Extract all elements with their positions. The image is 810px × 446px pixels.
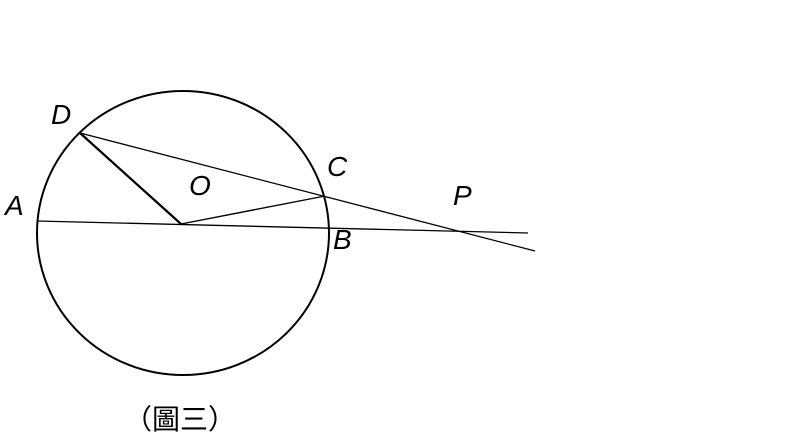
label-d: D xyxy=(51,99,71,130)
label-c: C xyxy=(327,151,348,182)
line-a-p xyxy=(36,220,529,234)
secant-d-p xyxy=(79,132,536,252)
figure-caption: （圖三） xyxy=(124,403,236,436)
label-b: B xyxy=(333,224,352,255)
label-o: O xyxy=(189,170,211,201)
label-p: P xyxy=(453,180,472,211)
circle-o xyxy=(36,90,330,376)
label-a: A xyxy=(3,190,24,221)
segment-o-d xyxy=(79,132,182,225)
segment-o-c xyxy=(180,195,326,225)
